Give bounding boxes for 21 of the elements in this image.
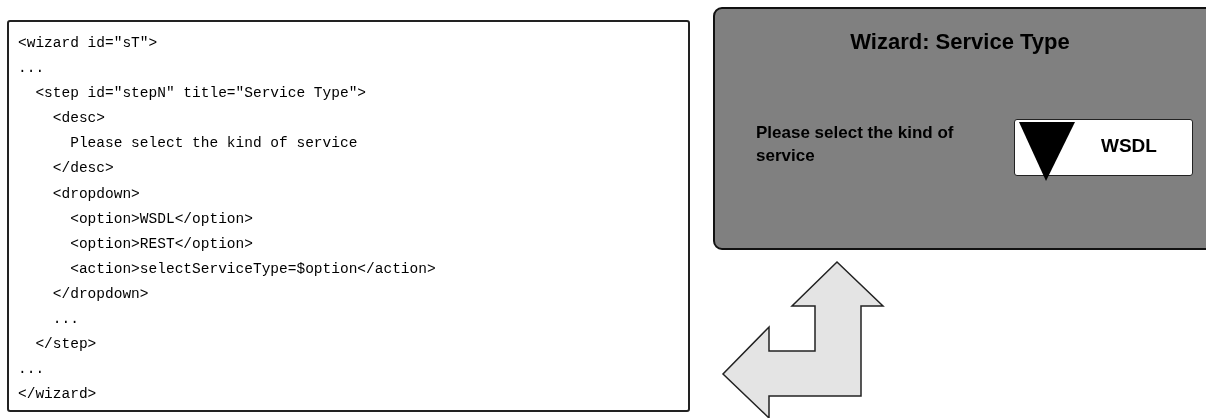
code-line: <wizard id="sT">: [18, 34, 159, 53]
code-line: ...: [51, 310, 80, 330]
code-line: </dropdown>: [51, 284, 150, 304]
code-line: <action>selectServiceType=$option</action>: [69, 259, 437, 279]
code-line: ...: [18, 59, 46, 79]
code-line: <option>REST</option>: [69, 234, 254, 254]
code-line: <desc>: [51, 109, 106, 129]
double-arrow: [721, 260, 885, 418]
code-line: <step id="stepN" title="Service Type">: [34, 84, 368, 104]
code-line: </desc>: [51, 159, 115, 179]
code-line: </step>: [34, 335, 98, 355]
code-line: <dropdown>: [51, 184, 141, 204]
code-line: ...: [18, 360, 46, 380]
code-line: <option>WSDL</option>: [69, 209, 254, 229]
code-line: Please select the kind of service: [69, 134, 359, 154]
description-text: Please select the kind of service: [756, 122, 955, 167]
wizard-title: Wizard: Service Type: [849, 29, 1071, 55]
dropdown-value: WSDL: [1101, 135, 1157, 157]
wizard-panel: [713, 7, 1206, 250]
code-panel: [7, 20, 690, 412]
code-line: </wizard>: [18, 385, 98, 405]
